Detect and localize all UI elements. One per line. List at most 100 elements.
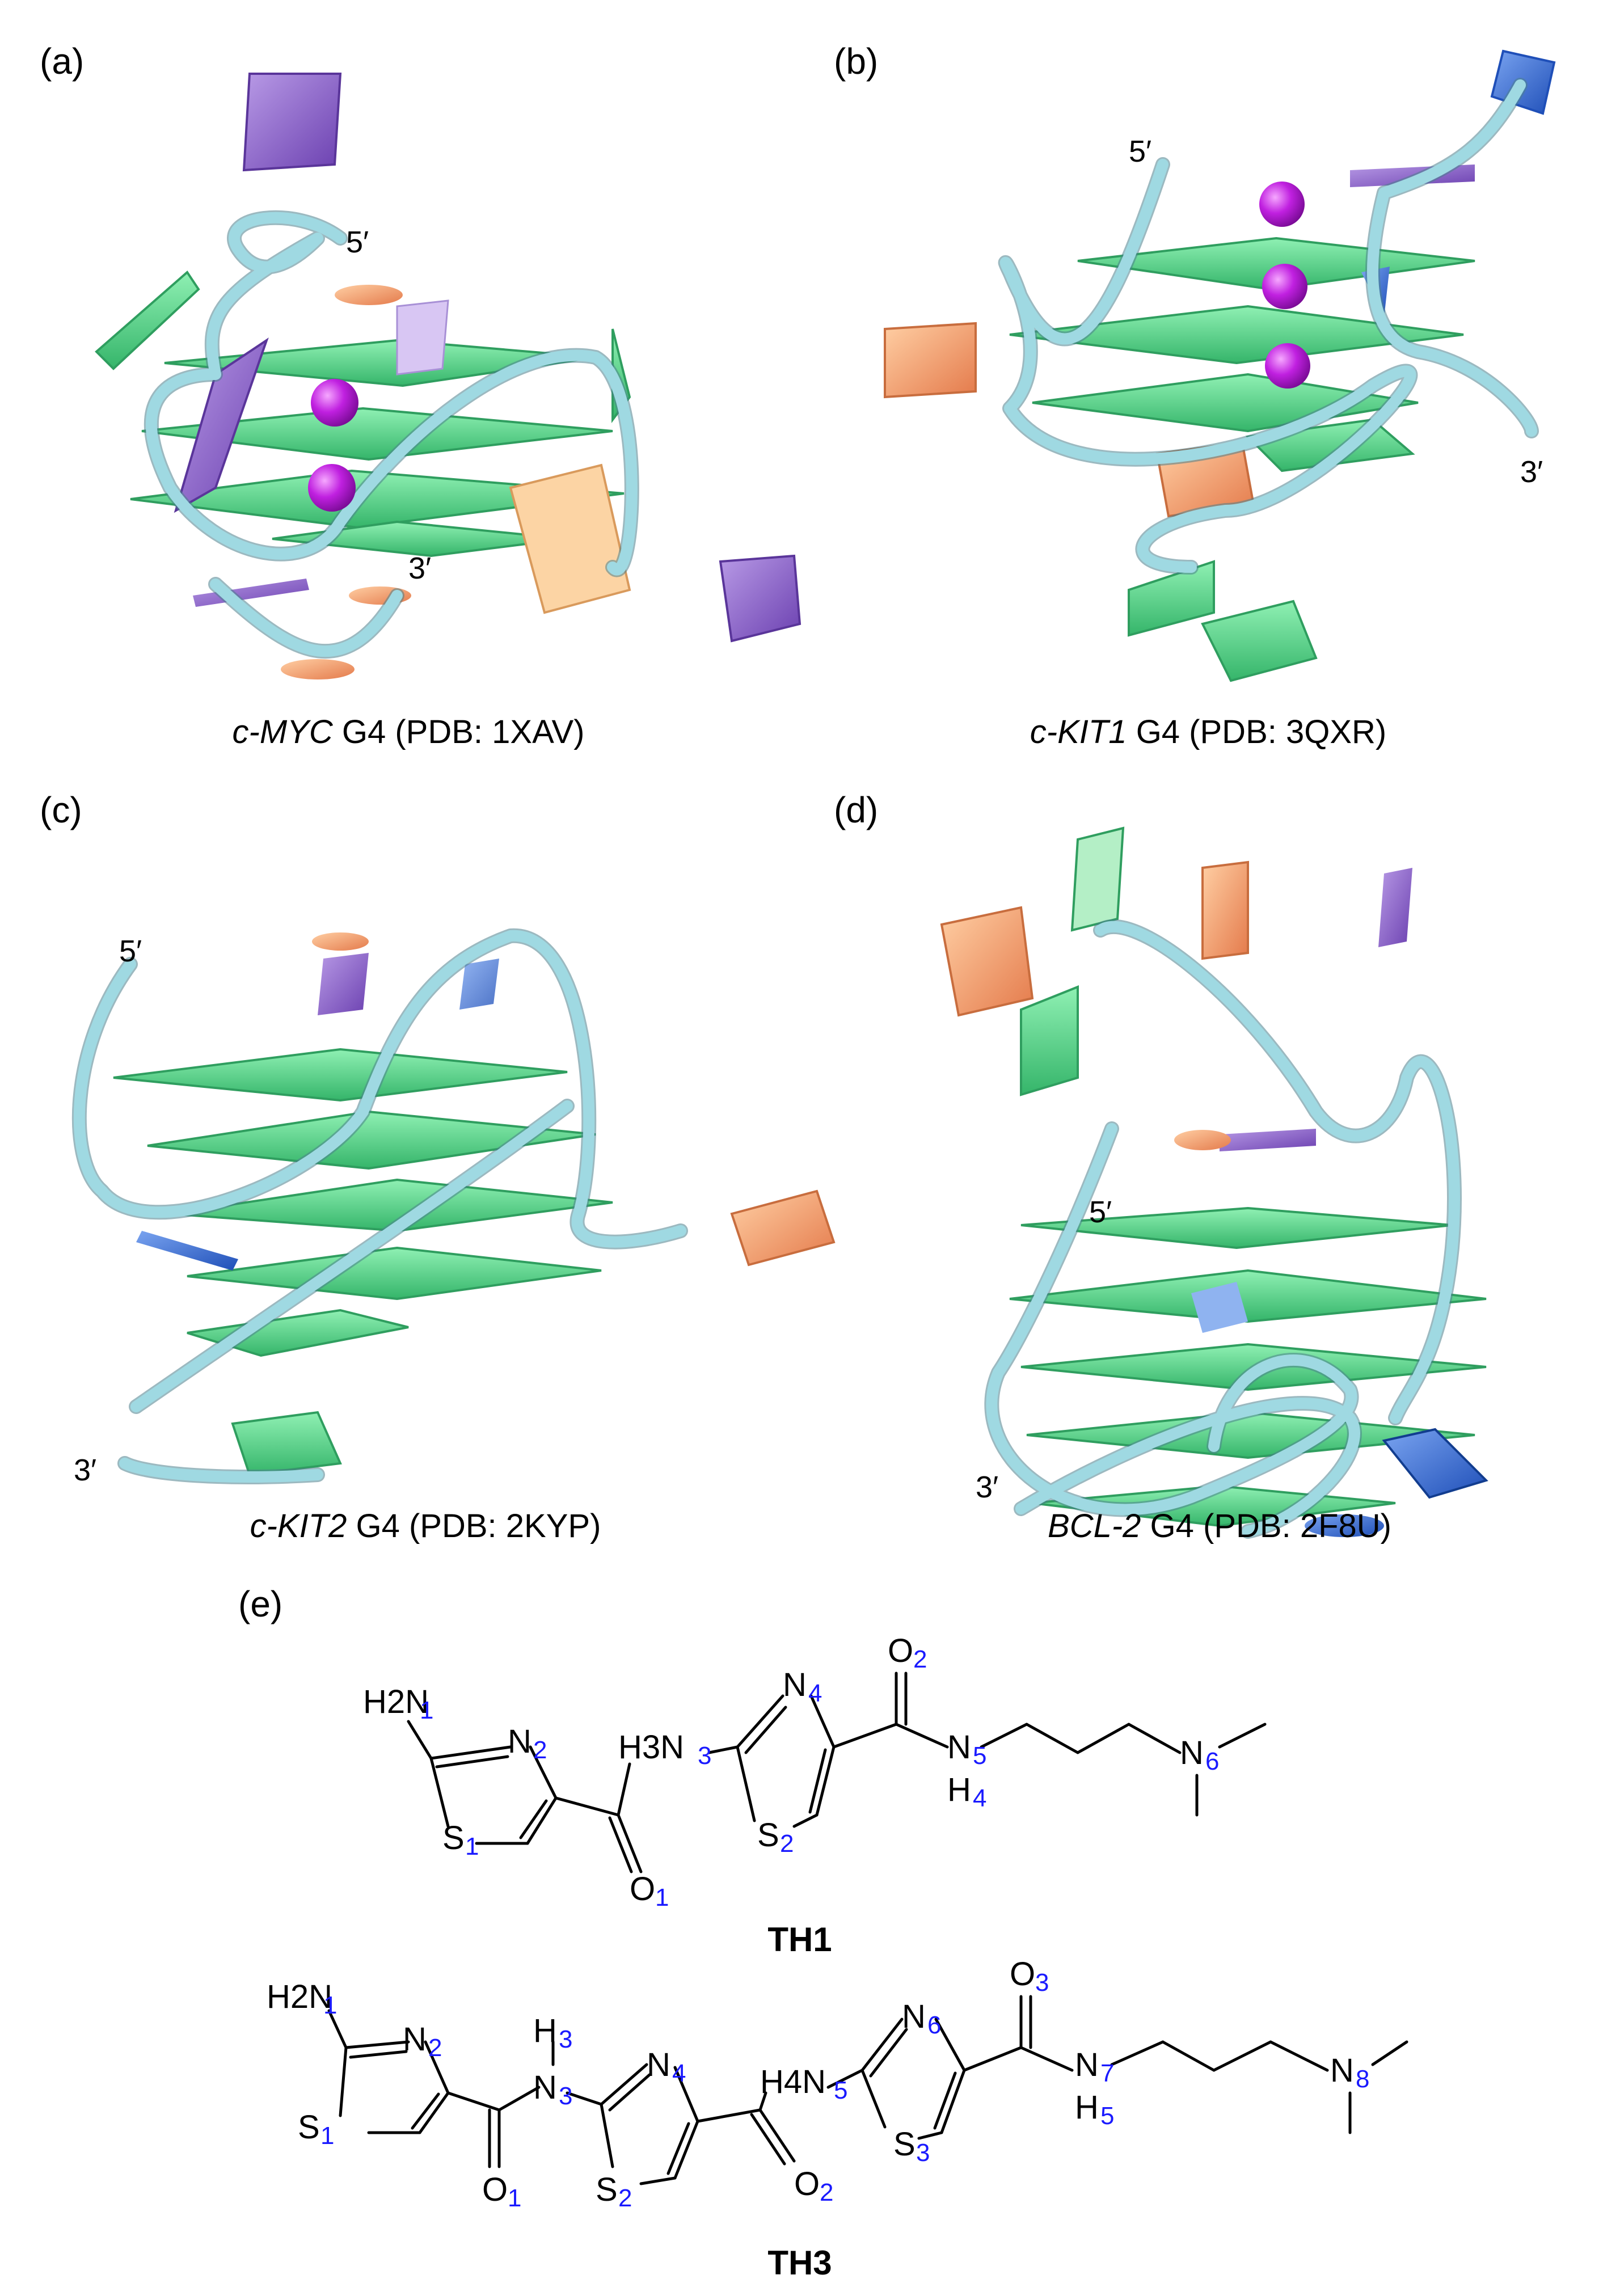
th1-structure: H2N 1 N 2 S 1 H3N 3 O 1 N 4 S 2 O 2 N 5 …	[363, 1632, 1267, 1959]
panel-c-five-prime: 5′	[119, 934, 142, 968]
panel-a-gene: c-MYC	[233, 714, 334, 750]
th3-s1: S	[298, 2109, 320, 2146]
panel-c-caption-rest: G4 (PDB: 2KYP)	[347, 1508, 601, 1544]
th3-n7: N	[1075, 2046, 1099, 2083]
th1-n6-index: 6	[1205, 1748, 1219, 1775]
th1-n4-index: 4	[808, 1679, 822, 1707]
th3-n3: N	[533, 2069, 557, 2106]
th1-o2-index: 2	[913, 1645, 927, 1673]
panel-d-gene: BCL-2	[1048, 1508, 1141, 1544]
th3-n7-index: 7	[1100, 2059, 1114, 2087]
th3-name: TH3	[767, 2244, 832, 2282]
th1-n3-index: 3	[698, 1742, 711, 1770]
panel-c: (c) 5′ 3′ c-KIT2 G4 (PDB: 2KYP)	[40, 790, 836, 1544]
th3-bonds	[327, 1995, 1408, 2185]
panel-b-caption-rest: G4 (PDB: 3QXR)	[1127, 714, 1387, 750]
th3-s3: S	[893, 2126, 916, 2163]
th3-n2: N	[403, 2021, 427, 2058]
th3-n8-index: 8	[1356, 2065, 1369, 2093]
th1-n1-index: 1	[420, 1696, 433, 1724]
th1-n5-index: 5	[973, 1742, 986, 1770]
th3-n5-index: 5	[834, 2076, 847, 2104]
panel-c-guanine-plates	[113, 1048, 613, 1476]
panel-c-three-prime: 3′	[74, 1453, 96, 1487]
th3-h3-index: 3	[559, 2025, 572, 2053]
panel-a-caption: c-MYC G4 (PDB: 1XAV)	[233, 714, 585, 750]
th3-s2-index: 2	[618, 2184, 632, 2212]
th1-s1: S	[442, 1820, 465, 1856]
th3-amine-h2n: H2N	[267, 1978, 332, 2015]
panel-b-ion-2	[1262, 264, 1307, 309]
panel-d-five-prime: 5′	[1089, 1195, 1112, 1229]
th3-o3: O	[1010, 1956, 1035, 1993]
panel-a-five-prime: 5′	[346, 225, 369, 259]
th3-structure: H2N 1 N 2 S 1 H 3 N 3 O 1 N 4 S 2 H4N 5 …	[267, 1956, 1408, 2282]
th3-o2: O	[794, 2166, 820, 2202]
th3-n2-index: 2	[428, 2034, 442, 2062]
panel-b-caption: c-KIT1 G4 (PDB: 3QXR)	[1030, 714, 1386, 750]
th1-name: TH1	[767, 1921, 832, 1959]
th1-amine-h2n: H2N	[363, 1683, 429, 1720]
th1-n2-index: 2	[533, 1736, 547, 1764]
th3-n3-index: 3	[559, 2082, 572, 2110]
th1-n6: N	[1180, 1734, 1204, 1771]
panel-b-three-prime: 3′	[1520, 455, 1543, 489]
panel-b: (b) 5′ 3′ c-KIT1 G4 (PDB: 3QXR)	[834, 41, 1556, 750]
th3-o3-index: 3	[1035, 1969, 1049, 1997]
th1-n2: N	[508, 1723, 531, 1760]
panel-c-label: (c)	[40, 790, 82, 830]
th1-n5: N	[947, 1729, 971, 1766]
th1-h4: H	[947, 1771, 971, 1808]
panel-d-loop-bases	[940, 860, 1488, 1537]
panel-d-caption-rest: G4 (PDB: 2F8U)	[1141, 1508, 1391, 1544]
th3-o1: O	[482, 2171, 508, 2208]
panel-d-caption: BCL-2 G4 (PDB: 2F8U)	[1048, 1508, 1391, 1544]
panel-b-five-prime: 5′	[1129, 134, 1151, 168]
th1-h4-index: 4	[973, 1784, 986, 1812]
th3-h5-index: 5	[1100, 2102, 1114, 2130]
panel-c-caption: c-KIT2 G4 (PDB: 2KYP)	[250, 1508, 601, 1544]
panel-a-label: (a)	[40, 41, 84, 82]
panel-a-ion-1	[311, 379, 358, 427]
th3-h5: H	[1075, 2089, 1099, 2126]
panel-a-ion-2	[308, 464, 356, 512]
th3-n4-index: 4	[672, 2059, 686, 2087]
th3-h4n5: H4N	[760, 2063, 826, 2100]
panel-b-label: (b)	[834, 41, 878, 82]
panel-b-gene: c-KIT1	[1030, 714, 1127, 750]
th1-s2: S	[757, 1817, 779, 1854]
th1-o1: O	[630, 1871, 655, 1907]
panel-a-loop-bases	[174, 73, 802, 679]
panel-b-ion-1	[1259, 182, 1305, 227]
th3-s2: S	[596, 2171, 618, 2208]
panel-b-ion-3	[1265, 343, 1310, 389]
panel-a-caption-rest: G4 (PDB: 1XAV)	[333, 714, 585, 750]
th1-o2: O	[888, 1632, 913, 1669]
th3-o2-index: 2	[820, 2179, 833, 2206]
th3-n4: N	[647, 2046, 670, 2083]
th1-bonds	[407, 1672, 1267, 1873]
panel-c-loop-bases	[136, 932, 836, 1271]
th3-s1-index: 1	[320, 2122, 334, 2150]
th1-n4: N	[783, 1666, 807, 1703]
th3-n6-index: 6	[927, 2011, 941, 2039]
th3-n8: N	[1330, 2052, 1354, 2089]
panel-d: (d) 5′ 3′ BCL-2 G4 (PDB: 2F8U)	[834, 790, 1488, 1544]
th1-o1-index: 1	[655, 1884, 669, 1911]
panel-d-three-prime: 3′	[976, 1470, 998, 1504]
panel-e: (e)	[238, 1584, 1408, 2282]
panel-a-three-prime: 3′	[408, 551, 431, 585]
th1-h3n3: H3N	[618, 1729, 684, 1766]
th1-s2-index: 2	[780, 1830, 794, 1858]
th3-o1-index: 1	[508, 2184, 521, 2212]
panel-c-gene: c-KIT2	[250, 1508, 347, 1544]
th1-s1-index: 1	[465, 1833, 479, 1860]
th3-n1-index: 1	[323, 1991, 337, 2019]
panel-a: (a) 5′ 3′ c-MYC G4 (	[40, 41, 802, 750]
th3-h3: H	[533, 2012, 557, 2049]
th3-n6: N	[902, 1998, 926, 2035]
th3-s3-index: 3	[916, 2139, 930, 2167]
panel-d-label: (d)	[834, 790, 878, 830]
panel-e-label: (e)	[238, 1584, 282, 1624]
